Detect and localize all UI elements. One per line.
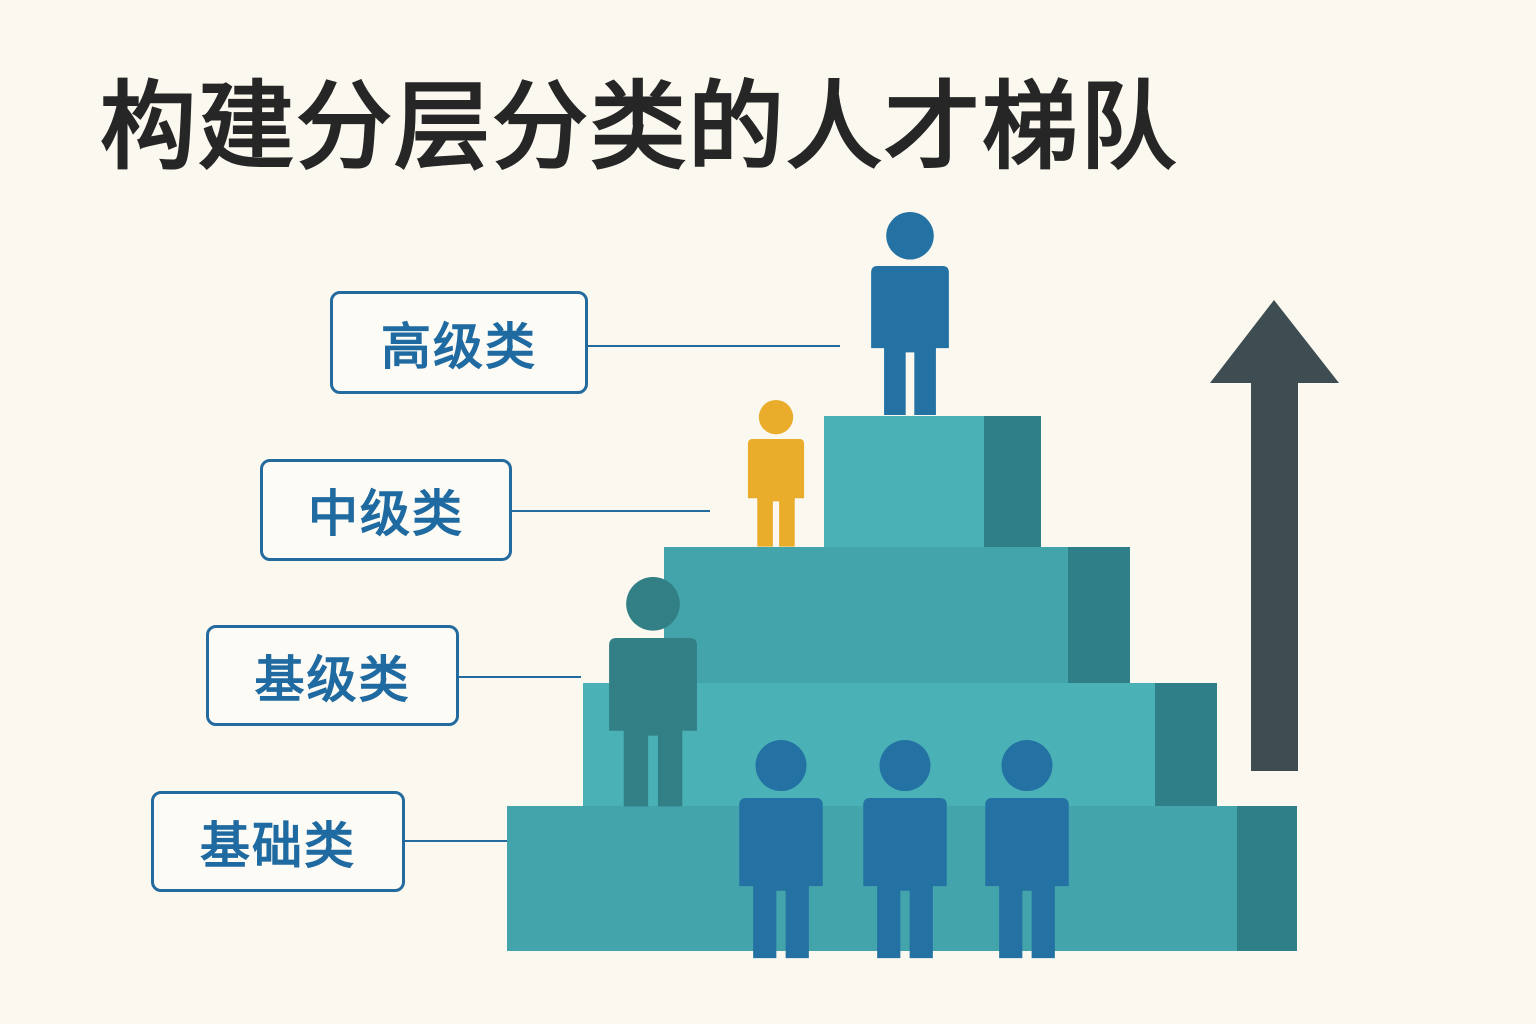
connector-middle <box>512 510 710 512</box>
connector-foundation <box>405 840 507 842</box>
tier-label-senior: 高级类 <box>330 291 588 394</box>
up-arrow-icon <box>1210 300 1339 771</box>
pyramid-step-senior <box>824 416 1041 547</box>
connector-senior <box>588 345 840 347</box>
person-icon <box>871 212 949 416</box>
tier-label-middle: 中级类 <box>260 459 512 561</box>
connector-basic-level <box>459 676 581 678</box>
tier-label-basic-level: 基级类 <box>206 625 459 726</box>
page-title: 构建分层分类的人才梯队 <box>100 71 1178 183</box>
person-icon <box>747 400 805 547</box>
tier-label-foundation: 基础类 <box>151 791 405 892</box>
pyramid-step-middle <box>664 547 1130 683</box>
